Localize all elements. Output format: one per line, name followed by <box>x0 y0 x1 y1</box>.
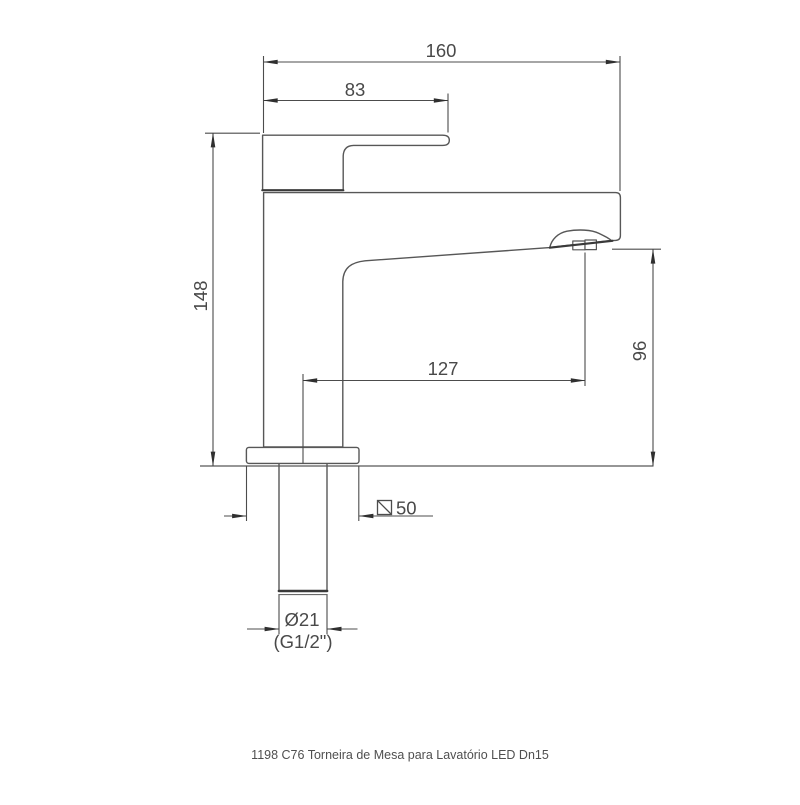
dim-thread-diameter <box>247 595 358 634</box>
faucet-aerator-housing <box>549 229 612 249</box>
dim-21-label: Ø21 <box>285 609 320 630</box>
product-caption: 1198 C76 Torneira de Mesa para Lavatório… <box>251 748 549 762</box>
dim-handle-reach <box>262 93 449 133</box>
dim-50-label: 50 <box>396 498 417 519</box>
aerator-bottom-edge <box>548 239 614 249</box>
dim-127-label: 127 <box>428 358 459 379</box>
square-section-symbol <box>376 499 393 516</box>
dimension-labels: 160 83 148 96 127 50 Ø21 (G1/2") <box>190 40 650 652</box>
faucet-dark-accents <box>261 189 614 596</box>
dim-83-label: 83 <box>345 79 366 100</box>
dim-total-width <box>262 56 621 191</box>
dim-spout-reach <box>302 252 586 464</box>
dim-148-label: 148 <box>190 281 211 312</box>
dimension-lines <box>205 56 661 634</box>
dim-160-label: 160 <box>426 40 457 61</box>
dim-base-square <box>224 465 433 521</box>
dim-thread-gauge-label: (G1/2") <box>274 631 333 652</box>
aerator-window-right <box>584 239 597 251</box>
faucet-body-silhouette <box>262 191 622 448</box>
dim-body-height <box>205 132 260 467</box>
dim-outlet-height <box>612 248 661 467</box>
dim-96-label: 96 <box>629 341 650 362</box>
faucet-handle-lever <box>261 134 450 191</box>
